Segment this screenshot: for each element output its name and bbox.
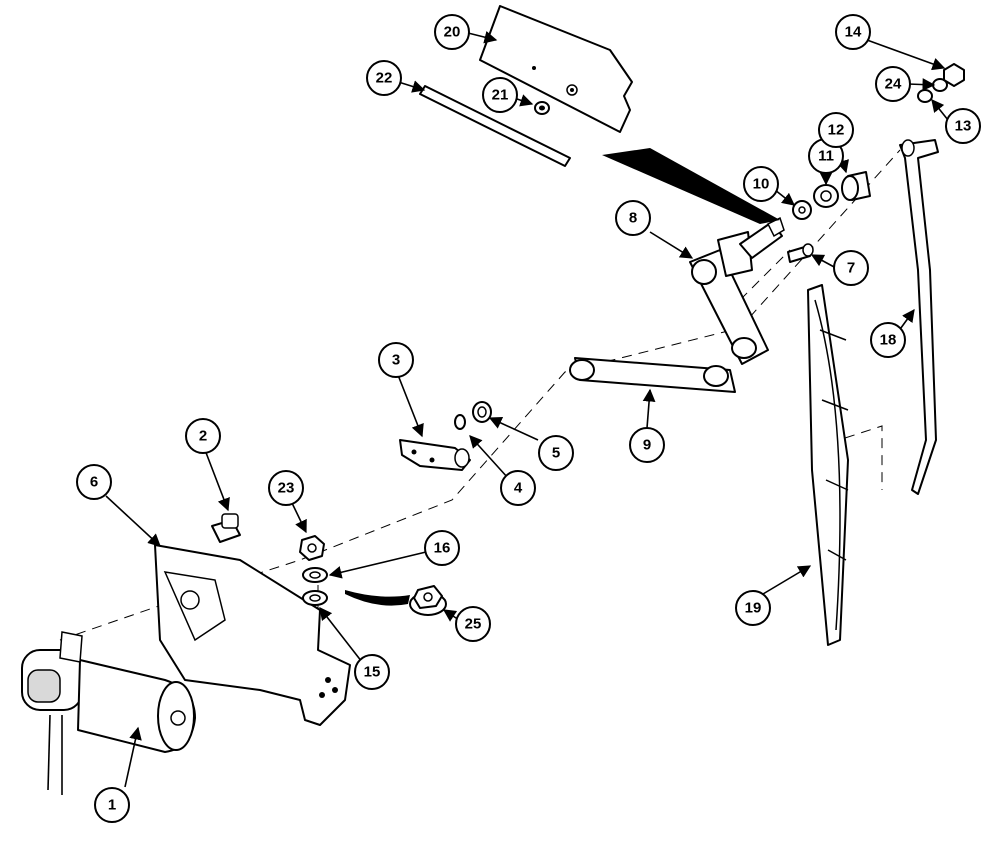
part-9-link-arm [569,357,736,393]
callout-23-label: 23 [278,480,295,497]
callout-2: 2 [185,418,221,454]
part-20-cover [479,5,633,133]
callout-10: 10 [743,166,779,202]
part-6-mounting-bracket [154,544,351,726]
callout-12: 12 [818,112,854,148]
part-19-wiper-blade [807,284,849,646]
callout-16: 16 [424,530,460,566]
callout-24-label: 24 [885,76,902,93]
callout-13-label: 13 [955,118,972,135]
callout-14-label: 14 [845,24,862,41]
part-4-washer [454,414,466,430]
callout-5: 5 [538,435,574,471]
callout-2-label: 2 [199,428,207,445]
part-3-clip [399,439,471,471]
callout-10-label: 10 [753,176,770,193]
callout-9: 9 [629,427,665,463]
callout-7-label: 7 [847,260,855,277]
part-2-bolt [211,513,241,543]
callout-22: 22 [366,60,402,96]
part-15-washer [302,590,328,606]
part-7-screw [787,243,814,263]
callout-7: 7 [833,250,869,286]
callout-4-label: 4 [514,480,523,497]
callout-20-label: 20 [444,24,461,41]
callout-24: 24 [875,66,911,102]
callout-15-label: 15 [364,664,381,681]
callout-1: 1 [94,787,130,823]
part-21-grommet [534,101,550,115]
callout-22-label: 22 [376,70,393,87]
part-5-nut [472,401,492,423]
callout-9-label: 9 [643,437,651,454]
callout-6-label: 6 [90,474,98,491]
part-16-lock-washer [302,567,328,583]
callout-19-label: 19 [745,600,762,617]
callout-16-label: 16 [434,540,451,557]
assembly-direction-arrow [602,148,780,224]
part-13-washer [917,89,933,103]
part-23-nut [299,535,325,561]
callout-23: 23 [268,470,304,506]
callout-1-label: 1 [108,797,116,814]
callout-12-label: 12 [828,122,845,139]
callout-21: 21 [482,77,518,113]
callout-6: 6 [76,464,112,500]
part-12-bush [841,171,871,201]
callout-4: 4 [500,470,536,506]
callout-25: 25 [455,606,491,642]
callout-3-label: 3 [392,352,400,369]
part-10-washer [792,200,812,220]
callout-14: 14 [835,14,871,50]
callout-20: 20 [434,14,470,50]
part-18-wiper-arm [899,139,939,495]
callout-19: 19 [735,590,771,626]
part-1-wiper-motor [21,631,196,795]
callout-3: 3 [378,342,414,378]
part-14-nut [943,63,965,87]
part-8-spindle-crank [689,216,785,365]
callout-5-label: 5 [552,445,560,462]
part-25-flange-nut [345,585,447,616]
callout-8-label: 8 [629,210,637,227]
callout-8: 8 [615,200,651,236]
callout-21-label: 21 [492,87,509,104]
callout-18: 18 [870,322,906,358]
callout-11-label: 11 [818,148,834,165]
callout-15: 15 [354,654,390,690]
callout-18-label: 18 [880,332,897,349]
callout-13: 13 [945,108,981,144]
callout-25-label: 25 [465,616,482,633]
part-11-nut [813,184,839,208]
